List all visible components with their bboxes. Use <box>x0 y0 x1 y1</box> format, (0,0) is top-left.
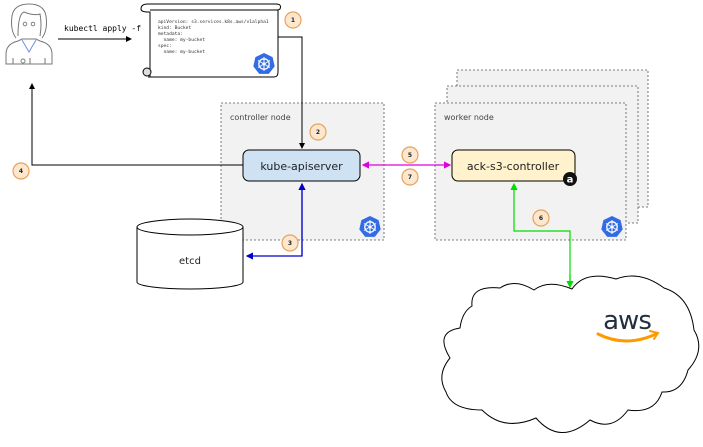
manifest-line: apiVersion: s3.services.k8s.aws/v1alpha1 <box>158 19 269 25</box>
step-badge-5: 5 <box>401 146 419 164</box>
manifest-line: name: my-bucket <box>158 37 205 43</box>
step-badge-2: 2 <box>309 123 327 141</box>
aws-logo-icon: aws <box>596 306 660 343</box>
step-badge-1: 1 <box>284 11 302 29</box>
flow-arrow-4 <box>29 83 243 166</box>
kube-apiserver-label: kube-apiserver <box>260 160 343 173</box>
svg-text:3: 3 <box>288 240 292 247</box>
ack-s3-controller-box <box>451 149 576 182</box>
ack-logo-icon: a <box>563 172 577 186</box>
step-badge-7: 7 <box>401 168 419 186</box>
step-badge-4: 4 <box>12 162 30 180</box>
manifest-line: spec: <box>158 44 172 49</box>
svg-text:aws: aws <box>603 306 651 336</box>
svg-text:1: 1 <box>291 17 295 24</box>
flow-arrow-1 <box>278 36 305 149</box>
svg-text:4: 4 <box>19 168 23 175</box>
manifest-line: name: my-bucket <box>158 49 205 55</box>
kubectl-command-label: kubectl apply -f <box>64 24 141 33</box>
manifest-scroll: apiVersion: s3.services.k8s.aws/v1alpha1… <box>140 3 281 78</box>
manifest-line: metadata: <box>158 31 183 37</box>
etcd-label: etcd <box>179 256 201 267</box>
etcd-database-icon <box>136 218 244 290</box>
svg-text:6: 6 <box>539 215 543 222</box>
ack-s3-controller-label: ack-s3-controller <box>467 160 560 173</box>
svg-text:5: 5 <box>408 152 412 159</box>
manifest-line: kind: Bucket <box>158 25 191 31</box>
svg-text:2: 2 <box>316 129 320 136</box>
step-badge-6: 6 <box>532 209 550 227</box>
worker-node-label: worker node <box>444 113 494 122</box>
svg-text:a: a <box>567 175 574 186</box>
user-avatar-icon <box>1 1 57 65</box>
svg-text:7: 7 <box>408 174 412 181</box>
step-badge-3: 3 <box>281 234 299 252</box>
flow-arrow-6 <box>510 182 571 285</box>
aws-cloud-shape <box>441 275 700 433</box>
controller-node-label: controller node <box>230 113 291 122</box>
